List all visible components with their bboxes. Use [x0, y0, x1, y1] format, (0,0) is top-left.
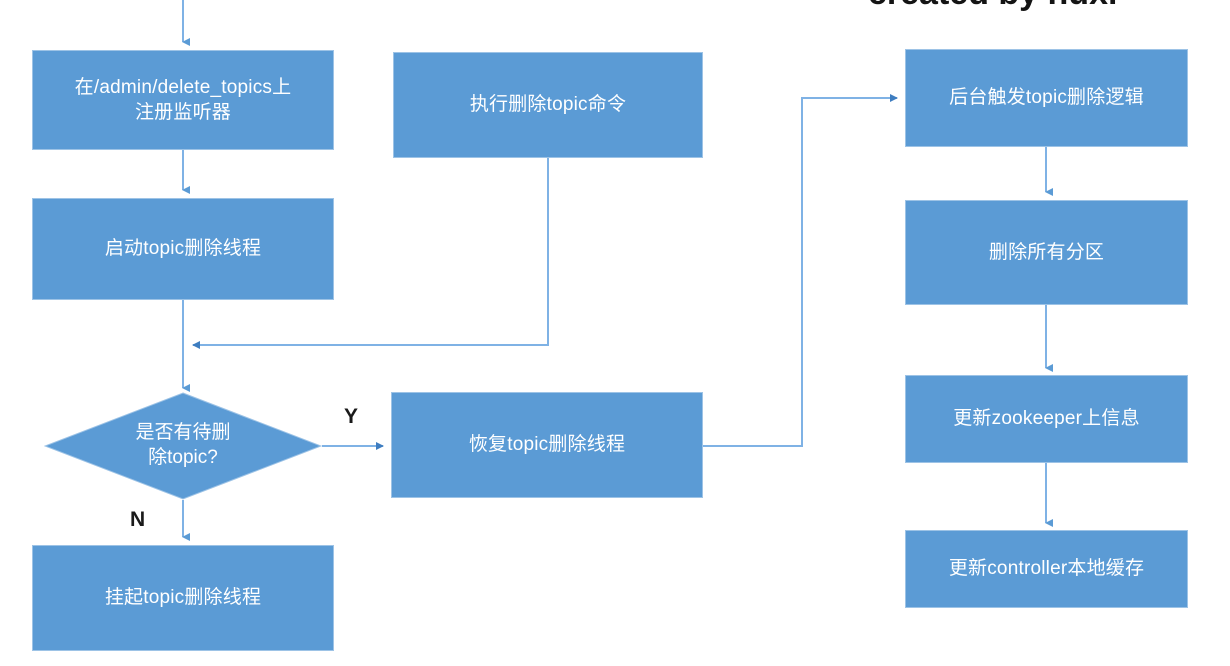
node-resume-delete-thread-label: 恢复topic删除线程	[468, 434, 626, 456]
node-has-pending-topic-line2: 除topic?	[148, 447, 218, 468]
edge-resume-thread-to-background-trigger	[703, 94, 898, 447]
node-update-controller-cache-label: 更新controller本地缓存	[948, 558, 1145, 580]
node-register-listener-line1: 在/admin/delete_topics上	[74, 76, 292, 98]
node-update-zookeeper-info-label: 更新zookeeper上信息	[953, 408, 1140, 430]
node-start-delete-thread[interactable]: 启动topic删除线程	[32, 198, 334, 300]
node-delete-all-partitions[interactable]: 删除所有分区	[905, 200, 1188, 305]
node-has-pending-topic[interactable]: 是否有待删 除topic?	[44, 392, 322, 500]
node-suspend-delete-thread-label: 挂起topic删除线程	[104, 587, 262, 609]
node-background-trigger-delete[interactable]: 后台触发topic删除逻辑	[905, 49, 1188, 147]
node-has-pending-topic-label: 是否有待删 除topic?	[44, 392, 322, 500]
decision-diamond-shape	[44, 392, 322, 500]
node-background-trigger-delete-label: 后台触发topic删除逻辑	[949, 87, 1144, 109]
node-delete-all-partitions-label: 删除所有分区	[988, 241, 1105, 263]
watermark-title: created by huxi	[868, 0, 1117, 13]
node-update-zookeeper-info[interactable]: 更新zookeeper上信息	[905, 375, 1188, 463]
node-register-listener-line2: 注册监听器	[134, 102, 231, 123]
node-resume-delete-thread[interactable]: 恢复topic删除线程	[391, 392, 703, 498]
node-execute-delete-command[interactable]: 执行删除topic命令	[393, 52, 703, 158]
node-update-controller-cache[interactable]: 更新controller本地缓存	[905, 530, 1188, 608]
node-register-listener-label: 在/admin/delete_topics上 注册监听器	[39, 75, 327, 125]
edge-label-no: N	[130, 508, 146, 531]
node-has-pending-topic-line1: 是否有待删	[135, 422, 231, 444]
node-register-listener[interactable]: 在/admin/delete_topics上 注册监听器	[32, 50, 334, 150]
node-start-delete-thread-label: 启动topic删除线程	[104, 238, 262, 260]
edge-label-yes: Y	[344, 405, 359, 428]
node-suspend-delete-thread[interactable]: 挂起topic删除线程	[32, 545, 334, 651]
node-execute-delete-command-label: 执行删除topic命令	[469, 94, 627, 116]
